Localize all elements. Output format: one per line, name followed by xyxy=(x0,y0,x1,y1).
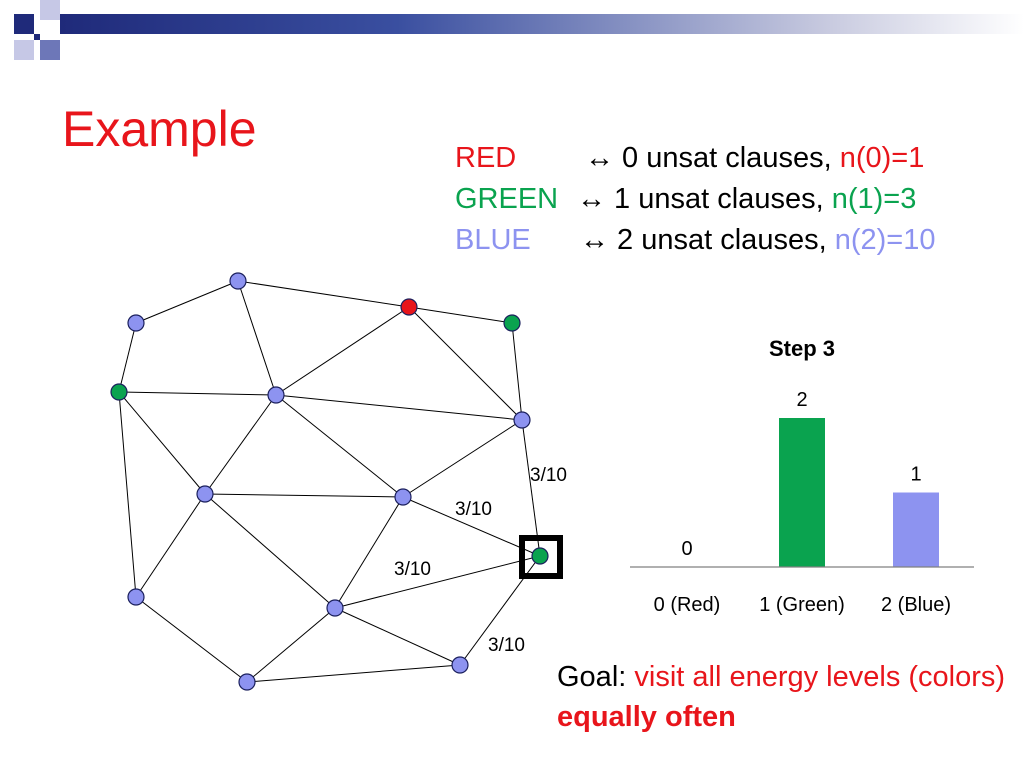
legend-count: n(2)=10 xyxy=(834,224,936,256)
graph-edge xyxy=(237,280,277,396)
header-square-light xyxy=(40,0,60,20)
edge-label: 3/10 xyxy=(455,499,492,520)
node-blue xyxy=(196,485,214,503)
chart-data-label: 0 xyxy=(681,538,692,560)
graph-edge xyxy=(118,391,206,495)
graph-edge xyxy=(275,394,404,498)
graph-edge xyxy=(135,493,206,598)
graph-edge xyxy=(246,664,461,683)
graph-edge xyxy=(334,496,404,609)
graph-edge xyxy=(118,391,277,396)
graph-edge xyxy=(402,419,523,498)
node-green-current xyxy=(531,547,549,565)
goal-red-text: visit all energy levels (colors) xyxy=(634,661,1006,693)
edge-label: 3/10 xyxy=(488,635,525,656)
chart-category-label: 0 (Red) xyxy=(654,594,721,616)
graph-edge xyxy=(204,493,336,609)
graph-edge xyxy=(246,607,336,683)
legend-color-name: RED xyxy=(455,142,517,174)
edge-label: 3/10 xyxy=(394,559,431,580)
node-blue xyxy=(513,411,531,429)
graph-edge xyxy=(204,493,404,498)
header-square-small xyxy=(34,34,40,40)
edge-label: 3/10 xyxy=(530,465,567,486)
header-gradient-bar xyxy=(60,14,1024,34)
graph-edges xyxy=(118,280,541,683)
node-green xyxy=(110,383,128,401)
graph-edge xyxy=(408,306,513,324)
slide-title: Example xyxy=(62,101,257,157)
edge-probability-labels: 3/10 3/10 3/10 3/10 xyxy=(394,465,567,656)
graph-edge xyxy=(521,419,541,557)
chart-category-labels: 0 (Red) 1 (Green) 2 (Blue) xyxy=(654,594,951,616)
header-square-light xyxy=(14,40,34,60)
node-blue xyxy=(229,272,247,290)
legend-count: n(1)=3 xyxy=(831,183,917,215)
chart-bars xyxy=(779,418,939,567)
header-square-mid xyxy=(40,40,60,60)
node-blue xyxy=(451,656,469,674)
graph-edge xyxy=(334,607,461,666)
graph-edge xyxy=(275,306,410,396)
node-red xyxy=(400,298,418,316)
chart-data-labels: 0 2 1 xyxy=(681,389,921,560)
node-blue xyxy=(127,314,145,332)
graph-nodes xyxy=(110,272,549,691)
chart-bar xyxy=(779,418,825,567)
node-green xyxy=(503,314,521,332)
legend-arrow-text: ↔ 1 unsat clauses, xyxy=(577,183,832,215)
goal-text: Goal: visit all energy levels (colors) e… xyxy=(557,657,1024,737)
graph-edge xyxy=(275,394,523,421)
graph-edge xyxy=(135,596,248,683)
legend-arrow-text: ↔ 2 unsat clauses, xyxy=(580,224,835,256)
legend-color-name: GREEN xyxy=(455,183,559,215)
graph-edge xyxy=(204,394,277,495)
legend-desc: ↔ 1 unsat clauses, n(1)=3 xyxy=(577,179,916,220)
legend-desc: ↔ 2 unsat clauses, n(2)=10 xyxy=(580,220,935,261)
chart-title: Step 3 xyxy=(769,336,835,361)
header-square-dark xyxy=(14,14,34,34)
graph-edge xyxy=(135,280,239,324)
graph-edge xyxy=(118,391,137,598)
graph-edge xyxy=(237,280,410,308)
current-node-marker xyxy=(519,535,563,579)
chart-category-label: 2 (Blue) xyxy=(881,594,951,616)
chart-data-label: 1 xyxy=(910,464,921,486)
node-blue xyxy=(267,386,285,404)
graph-edge xyxy=(118,322,137,393)
node-blue xyxy=(238,673,256,691)
graph-edge xyxy=(511,322,523,421)
graph-edge xyxy=(402,496,541,557)
node-blue xyxy=(394,488,412,506)
graph-edge xyxy=(334,555,541,609)
legend-arrow-text: ↔ 0 unsat clauses, xyxy=(585,142,840,174)
node-blue xyxy=(326,599,344,617)
legend-desc: ↔ 0 unsat clauses, n(0)=1 xyxy=(585,138,924,179)
histogram-chart: Step 3 0 2 1 0 (Red) 1 (Green) 2 (Blue) xyxy=(630,336,974,616)
legend-color-name: BLUE xyxy=(455,224,531,256)
goal-bold-text: equally often xyxy=(557,701,736,733)
graph-edge xyxy=(408,306,523,421)
node-blue xyxy=(127,588,145,606)
legend-count: n(0)=1 xyxy=(839,142,925,174)
goal-prefix: Goal: xyxy=(557,661,635,693)
chart-data-label: 2 xyxy=(796,389,807,411)
chart-bar xyxy=(893,492,939,567)
chart-category-label: 1 (Green) xyxy=(759,594,845,616)
